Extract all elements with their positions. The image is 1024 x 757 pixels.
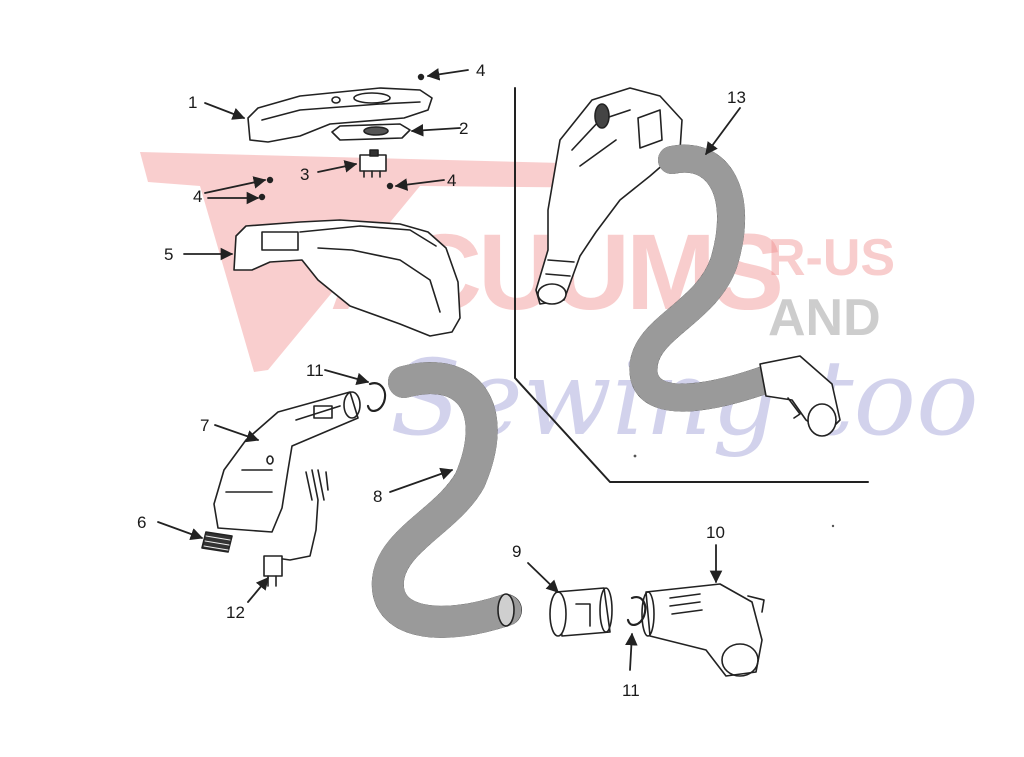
callout-label-4: 4 <box>476 61 486 80</box>
callout-label-9: 9 <box>512 542 522 561</box>
callout-label-12: 12 <box>226 603 245 622</box>
callout-label-11: 11 <box>306 361 324 380</box>
callout-label-6: 6 <box>137 513 147 532</box>
part-5-handle-housing <box>233 219 461 337</box>
callout-label-1: 1 <box>188 93 198 112</box>
inset-frame <box>514 87 869 483</box>
part-13-hose-assembly <box>535 87 841 437</box>
part-4-screws <box>258 73 425 201</box>
part-11-clip-lower <box>626 596 647 626</box>
watermark-tag-bottom: AND <box>768 289 881 347</box>
part-9-cuff <box>549 587 613 637</box>
part-8-hose <box>371 362 522 638</box>
part-6-end-cap <box>201 531 233 553</box>
callout-label-4: 4 <box>447 171 457 190</box>
part-1-handle-cover <box>247 87 433 143</box>
callout-label-2: 2 <box>459 119 469 138</box>
leader-arrows <box>157 68 741 671</box>
part-3-switch <box>359 149 387 178</box>
scan-specks <box>633 454 835 528</box>
callout-label-13: 13 <box>727 88 746 107</box>
watermark-tag-top: R-US <box>768 229 896 287</box>
callout-label-4: 4 <box>193 187 203 206</box>
callout-label-8: 8 <box>373 487 383 506</box>
part-2-switch-plate <box>331 123 411 141</box>
callout-label-5: 5 <box>164 245 174 264</box>
callout-label-11: 11 <box>622 681 640 700</box>
part-11-clip-upper <box>366 382 387 412</box>
callout-label-10: 10 <box>706 523 725 542</box>
part-10-swivel <box>641 583 765 677</box>
callout-label-3: 3 <box>300 165 310 184</box>
callout-label-7: 7 <box>200 416 210 435</box>
part-7-elbow-tube <box>213 391 361 533</box>
